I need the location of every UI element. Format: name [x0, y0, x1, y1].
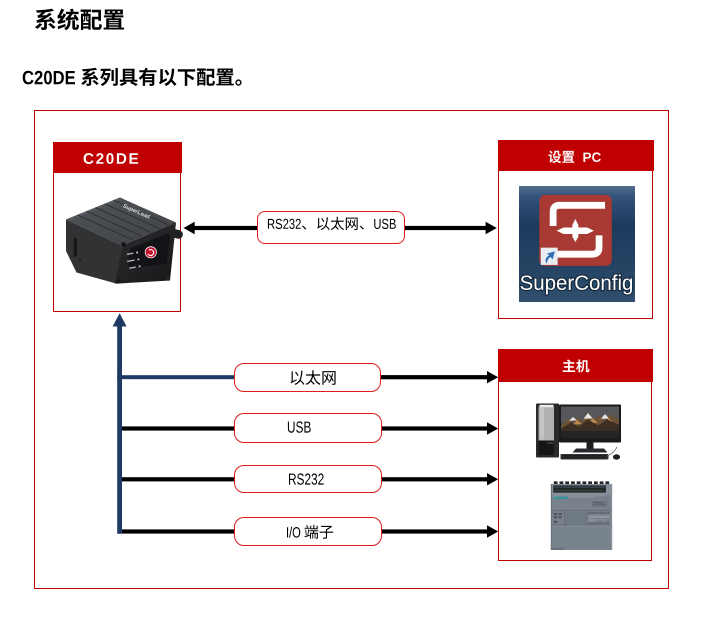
svg-text:SuperConfig: SuperConfig — [520, 272, 634, 295]
svg-text:SIEMENS: SIEMENS — [553, 496, 569, 500]
svg-text:S7-1200: S7-1200 — [594, 520, 603, 522]
